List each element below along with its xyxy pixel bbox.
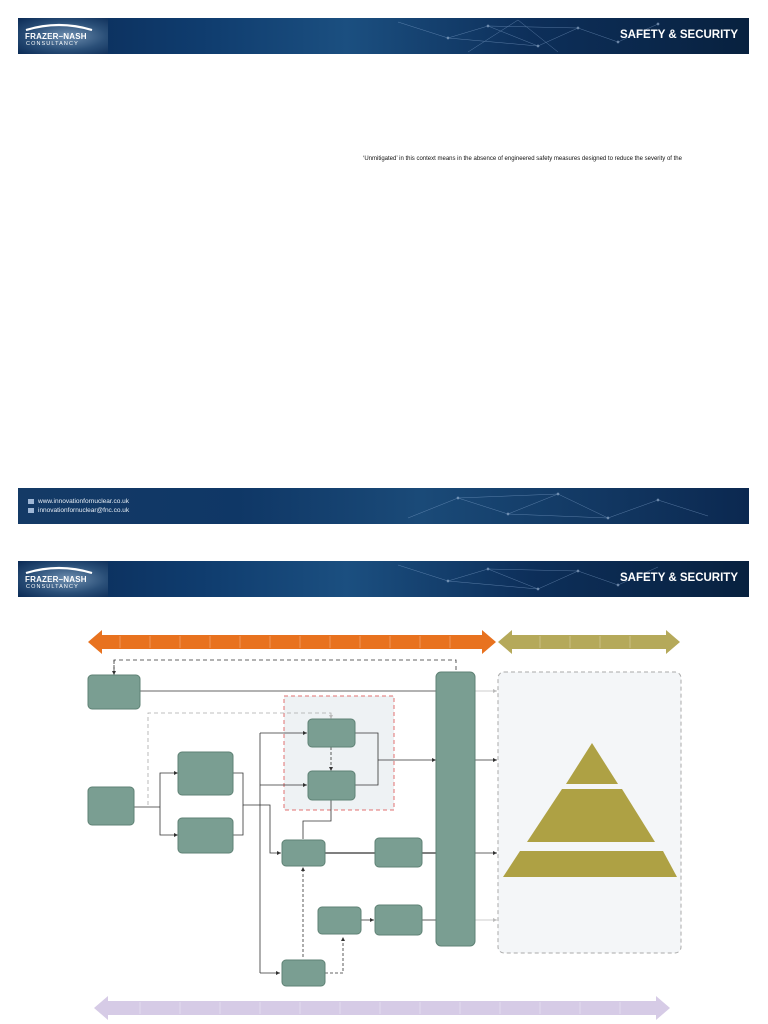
footer-banner: www.innovationfornuclear.co.uk innovatio…	[18, 488, 749, 524]
email-contact[interactable]: innovationfornuclear@fnc.co.uk	[28, 507, 129, 514]
network-background-graphic	[397, 19, 660, 53]
logo-name: FRAZER–NASH	[25, 575, 87, 584]
website-contact[interactable]: www.innovationfornuclear.co.uk	[28, 498, 129, 505]
middle-event-box	[281, 839, 326, 867]
header-banner-2: FRAZER–NASH CONSULTANCY SAFETY & SECURIT…	[18, 561, 749, 597]
logo-arc-graphic	[25, 566, 93, 574]
initiating-event-box	[87, 674, 141, 710]
olive-consequence-arrow	[498, 630, 680, 654]
lower-outcome-box	[374, 904, 423, 936]
group-lower-box	[307, 770, 356, 801]
severity-pyramid	[503, 743, 677, 877]
network-background-graphic	[407, 492, 709, 520]
middle-outcome-box	[374, 837, 423, 868]
unmitigated-note: ‘Unmitigated’ in this context means in t…	[363, 156, 682, 162]
group-upper-box	[307, 718, 356, 748]
email-text: innovationfornuclear@fnc.co.uk	[38, 507, 130, 514]
pyramid-bottom-tier	[503, 851, 677, 877]
source-box	[87, 786, 135, 826]
banner-title: SAFETY & SECURITY	[620, 29, 738, 41]
flow-boxes	[87, 671, 476, 987]
orange-timeline-arrow	[88, 630, 496, 654]
lower-event-box	[317, 906, 362, 935]
header-banner: FRAZER–NASH CONSULTANCY SAFETY & SECURIT…	[18, 18, 749, 54]
website-text: www.innovationfornuclear.co.uk	[38, 498, 130, 505]
flow-connectors	[112, 659, 497, 975]
pyramid-middle-tier	[527, 789, 655, 842]
branch-upper-box	[177, 751, 234, 796]
globe-icon	[28, 498, 34, 504]
frazer-nash-logo: FRAZER–NASH CONSULTANCY	[25, 23, 93, 49]
envelope-icon	[28, 507, 34, 513]
logo-subtitle: CONSULTANCY	[26, 584, 79, 590]
process-flow-diagram	[87, 630, 682, 1020]
lavender-lifecycle-arrow	[94, 996, 670, 1020]
logo-name: FRAZER–NASH	[25, 32, 87, 41]
consequence-bar	[435, 671, 476, 947]
network-background-graphic	[397, 564, 659, 591]
logo-subtitle: CONSULTANCY	[26, 41, 79, 47]
frazer-nash-logo: FRAZER–NASH CONSULTANCY	[25, 566, 93, 592]
pyramid-top-tier	[566, 743, 618, 784]
banner-title: SAFETY & SECURITY	[620, 572, 738, 584]
bottom-event-box	[281, 959, 326, 987]
branch-lower-box	[177, 817, 234, 854]
logo-arc-graphic	[25, 23, 93, 31]
